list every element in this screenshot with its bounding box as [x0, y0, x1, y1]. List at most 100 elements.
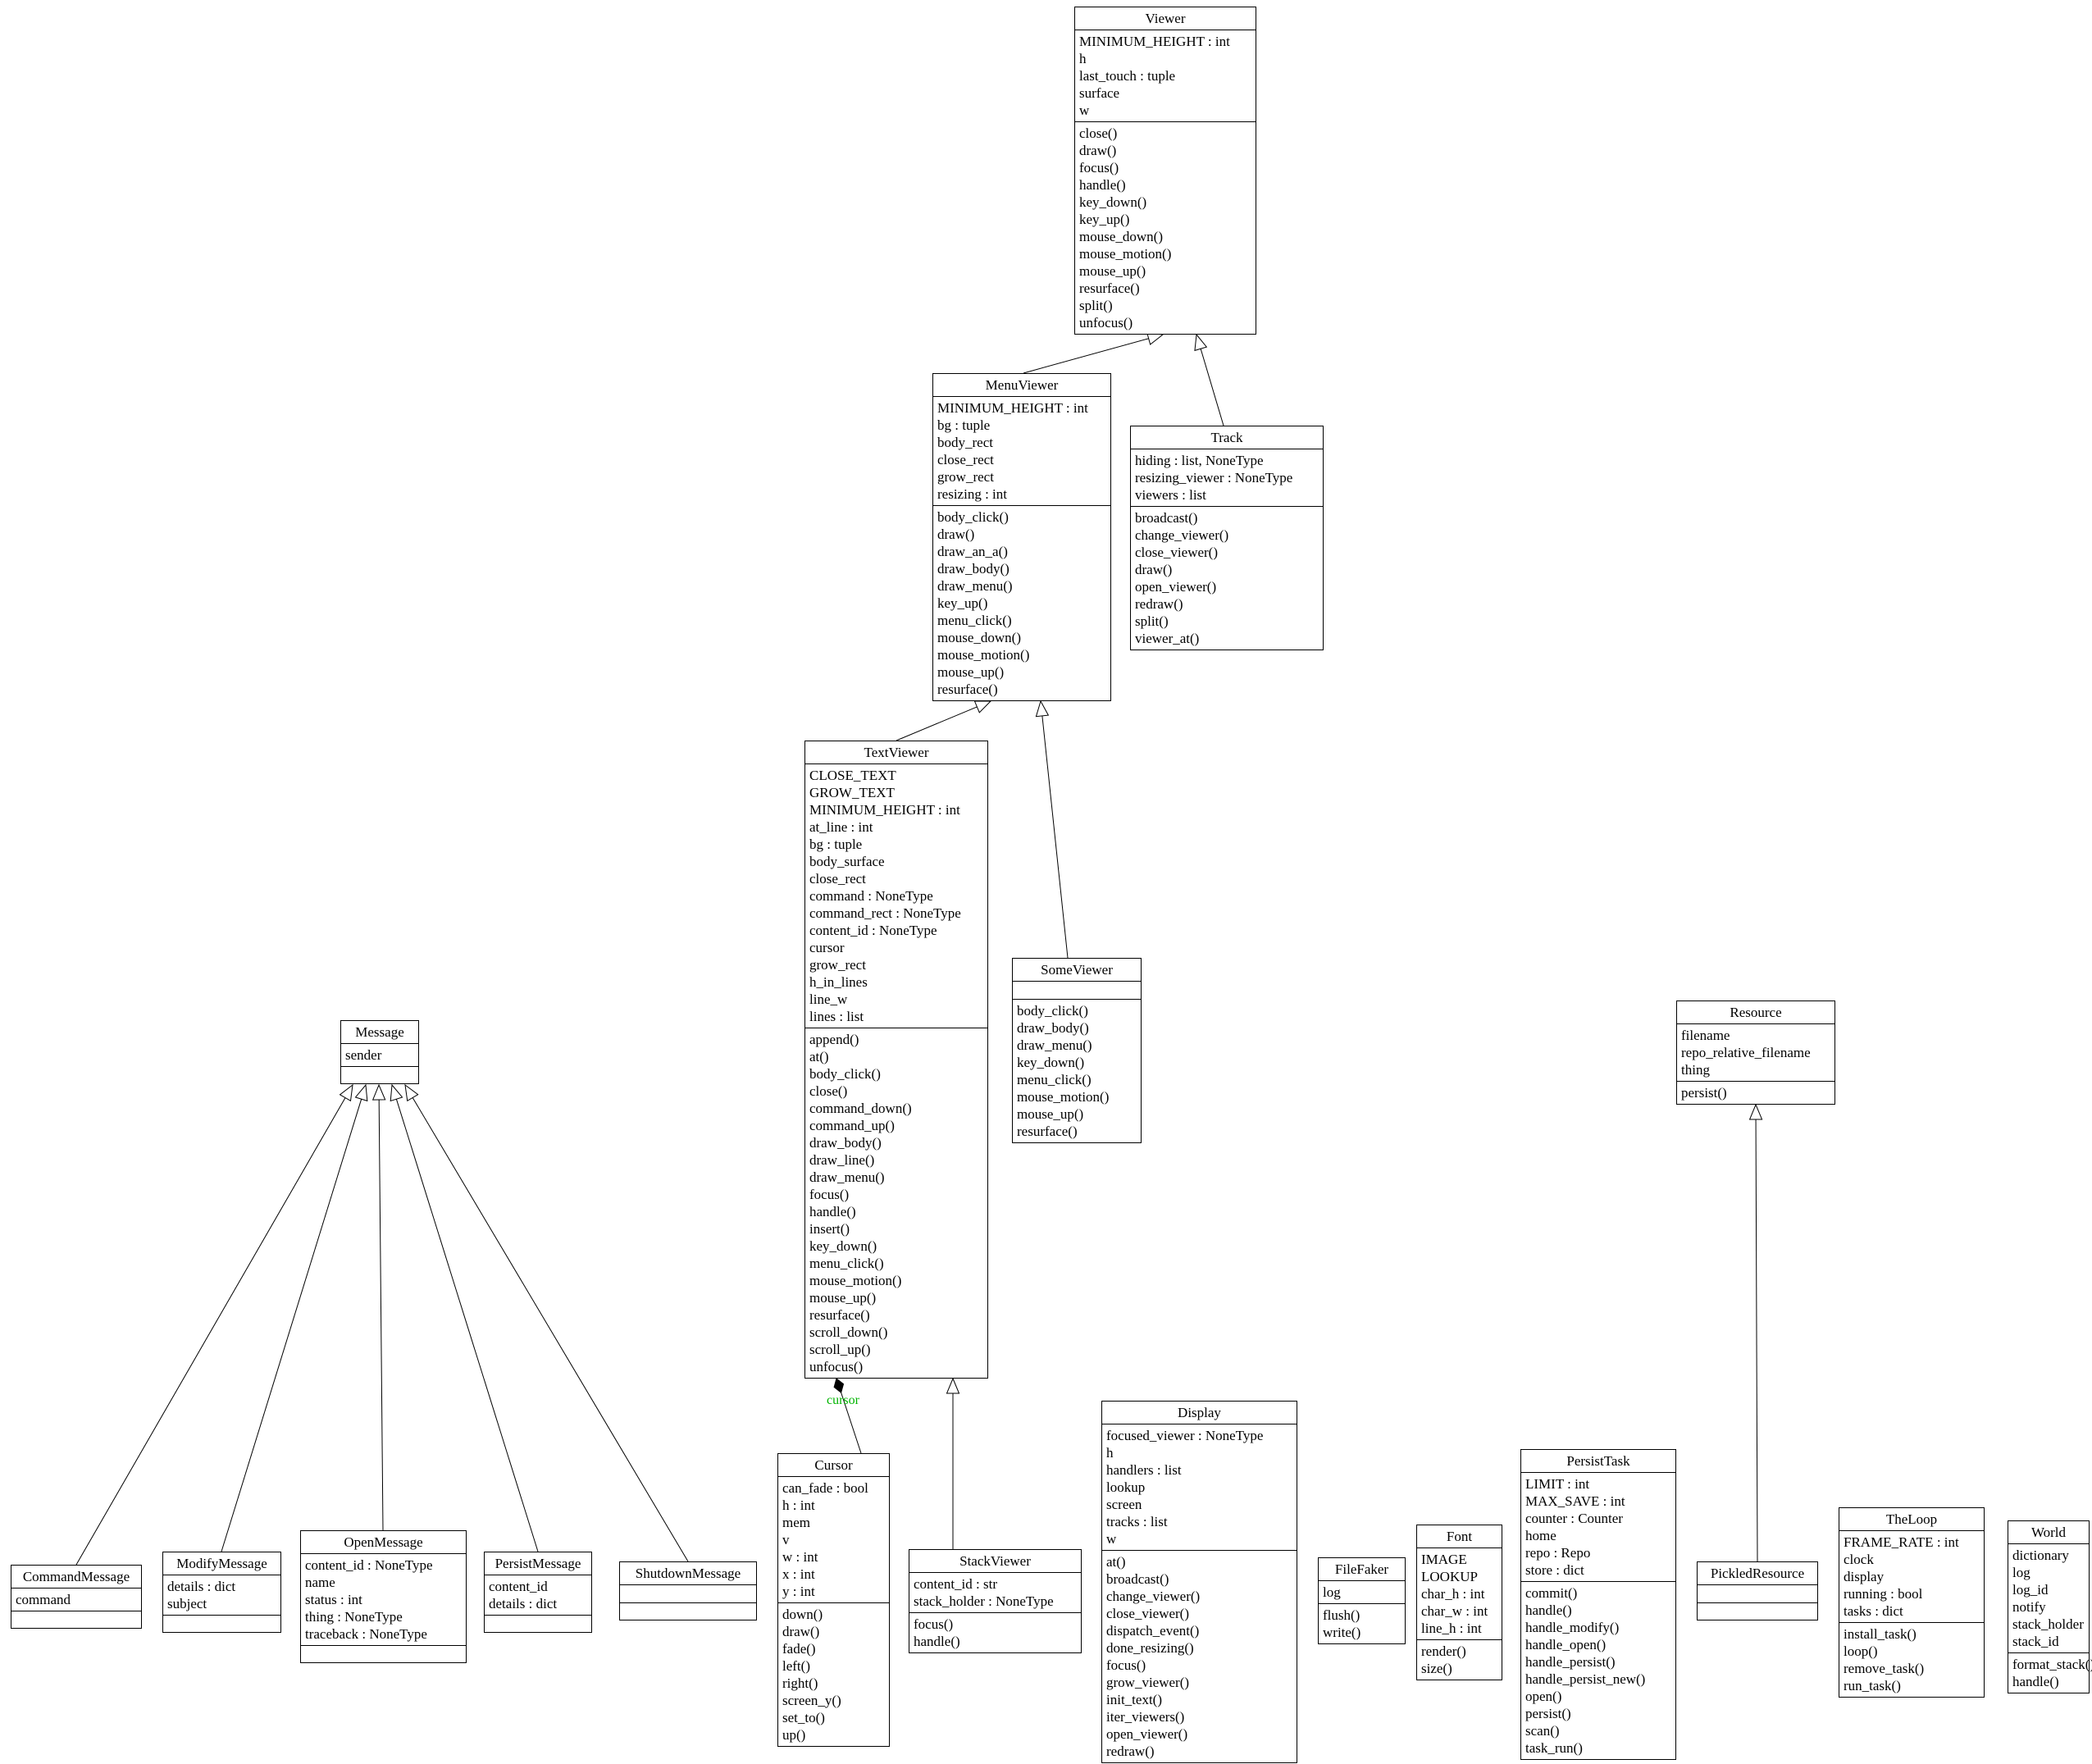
attribute: w : int [782, 1549, 818, 1565]
method: handle() [914, 1634, 960, 1649]
method: unfocus() [1079, 315, 1133, 330]
edge-CommandMessage-Message [75, 1083, 353, 1566]
edge-line [1200, 349, 1224, 426]
methods-section: render()size() [1417, 1639, 1502, 1680]
attribute: mem [782, 1515, 810, 1530]
attribute: GROW_TEXT [809, 785, 895, 800]
method: close() [1079, 125, 1118, 141]
class-title: TheLoop [1839, 1508, 1984, 1531]
aggregation-diamond-icon [833, 1378, 845, 1393]
method: run_task() [1844, 1678, 1901, 1693]
method: handle_open() [1525, 1637, 1607, 1652]
method: draw() [782, 1624, 820, 1639]
method: mouse_motion() [937, 647, 1030, 663]
method: menu_click() [1017, 1072, 1092, 1087]
attribute: cursor [809, 940, 845, 955]
method: broadcast() [1135, 510, 1198, 526]
inheritance-triangle-icon [973, 700, 992, 713]
edge-line [75, 1097, 346, 1566]
method: fade() [782, 1641, 816, 1657]
attribute: bg : tuple [809, 836, 863, 852]
attribute: store : dict [1525, 1562, 1584, 1578]
class-title: ShutdownMessage [620, 1562, 756, 1585]
method: body_click() [1017, 1003, 1088, 1019]
method: key_down() [809, 1238, 877, 1254]
method: change_viewer() [1106, 1589, 1201, 1604]
method: focus() [809, 1187, 850, 1202]
attribute: close_rect [937, 452, 994, 467]
methods-section [620, 1602, 756, 1620]
method: install_task() [1844, 1626, 1917, 1642]
method: remove_task() [1844, 1661, 1925, 1676]
method: draw_menu() [1017, 1037, 1092, 1053]
edge-Track-Viewer [1194, 333, 1224, 426]
method: set_to() [782, 1710, 825, 1725]
method: dispatch_event() [1106, 1623, 1200, 1639]
class-title: StackViewer [909, 1550, 1081, 1573]
methods-section: format_stack()handle() [2008, 1652, 2092, 1693]
association-label: cursor [827, 1393, 860, 1407]
attribute: MINIMUM_HEIGHT : int [809, 802, 960, 818]
class-title: PickledResource [1698, 1562, 1817, 1585]
method: split() [1079, 298, 1113, 313]
method: up() [782, 1727, 806, 1743]
attribute: subject [167, 1596, 207, 1611]
attribute: w [1106, 1531, 1117, 1547]
methods-section: append()at()body_click()close()command_d… [805, 1028, 987, 1378]
attribute: resizing : int [937, 486, 1007, 502]
method: key_up() [937, 595, 988, 611]
methods-section: flush()write() [1319, 1603, 1405, 1643]
attribute: char_h : int [1421, 1586, 1485, 1602]
methods-section [1698, 1602, 1817, 1620]
attribute: stack_holder : NoneType [914, 1593, 1054, 1609]
edge-Cursor-TextViewer: cursor [827, 1378, 862, 1454]
attribute: h [1079, 51, 1087, 66]
methods-section [341, 1066, 418, 1083]
attributes-section: sender [341, 1044, 418, 1066]
attribute: LOOKUP [1421, 1569, 1478, 1584]
edge-SomeViewer-MenuViewer [1035, 700, 1069, 959]
method: resurface() [1079, 280, 1140, 296]
attribute: tracks : list [1106, 1514, 1168, 1529]
attribute: content_id : str [914, 1576, 997, 1592]
class-title: PersistMessage [485, 1552, 591, 1575]
attribute: grow_rect [809, 957, 866, 973]
attribute: last_touch : tuple [1079, 68, 1176, 84]
attribute: surface [1079, 85, 1120, 101]
class-title: Display [1102, 1402, 1297, 1424]
methods-section: at()broadcast()change_viewer()close_view… [1102, 1550, 1297, 1762]
method: draw_an_a() [937, 544, 1008, 559]
attribute: filename [1681, 1028, 1730, 1043]
class-title: FileFaker [1319, 1558, 1405, 1581]
class-title: Viewer [1075, 7, 1256, 30]
inheritance-triangle-icon [1748, 1103, 1763, 1120]
class-title: TextViewer [805, 741, 987, 764]
method: command_up() [809, 1118, 895, 1133]
attribute: command [16, 1592, 71, 1607]
method: draw_menu() [937, 578, 1013, 594]
method: mouse_up() [809, 1290, 877, 1306]
method: close_viewer() [1135, 545, 1219, 560]
attribute: grow_rect [937, 469, 994, 485]
attribute: body_surface [809, 854, 885, 869]
attribute: repo : Repo [1525, 1545, 1591, 1561]
edge-OpenMessage-Message [371, 1083, 386, 1531]
attribute: CLOSE_TEXT [809, 768, 896, 783]
attribute: counter : Counter [1525, 1511, 1623, 1526]
method: handle_persist() [1525, 1654, 1616, 1670]
attributes-section [1698, 1585, 1817, 1602]
class-title: MenuViewer [933, 374, 1110, 397]
method: insert() [809, 1221, 850, 1237]
edge-PickledResource-Resource [1748, 1103, 1763, 1562]
